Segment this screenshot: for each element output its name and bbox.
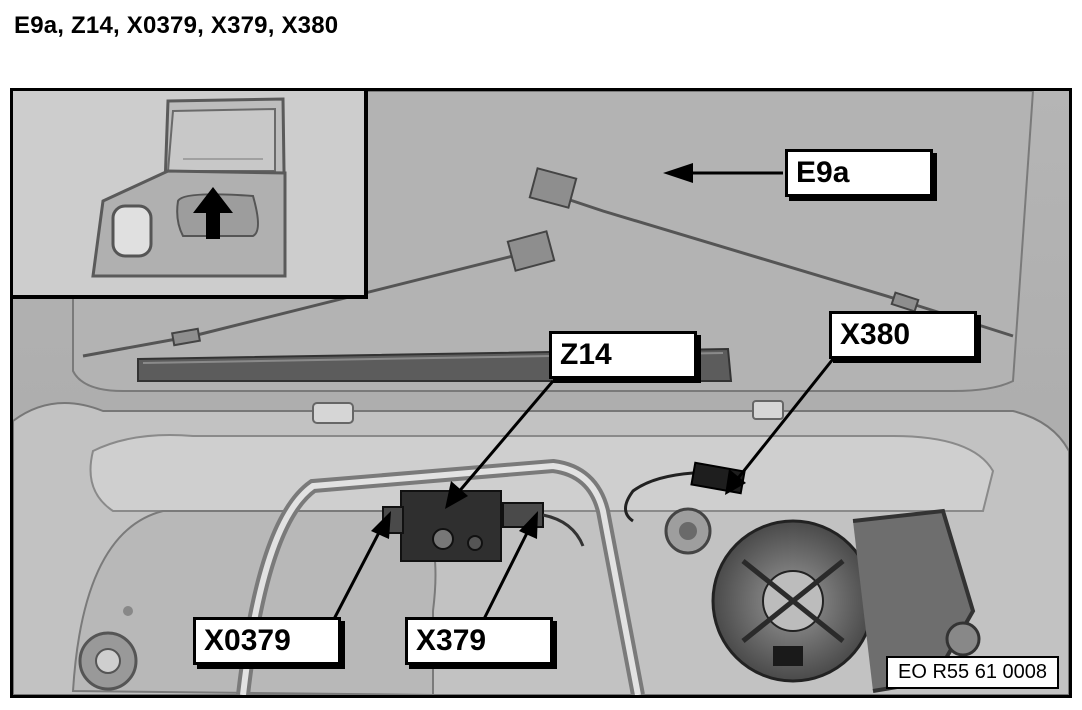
- inset-door-illustration: [13, 91, 364, 295]
- callout-e9a: E9a: [785, 149, 933, 197]
- callout-x380: X380: [829, 311, 977, 359]
- reference-code: EO R55 61 0008: [886, 656, 1059, 689]
- leader-x0379: [331, 520, 387, 622]
- leader-x379: [481, 520, 535, 622]
- callout-x379: X379: [405, 617, 553, 665]
- leader-x380: [729, 358, 835, 488]
- up-arrow-icon: [193, 187, 233, 239]
- leader-z14: [449, 380, 555, 502]
- wiring-diagram: E9a Z14 X380 X0379 X379 EO R55 61 0008: [10, 88, 1072, 698]
- inset-view: [13, 91, 368, 299]
- page-title: E9a, Z14, X0379, X379, X380: [14, 12, 339, 39]
- callout-x0379: X0379: [193, 617, 341, 665]
- callout-z14: Z14: [549, 331, 697, 379]
